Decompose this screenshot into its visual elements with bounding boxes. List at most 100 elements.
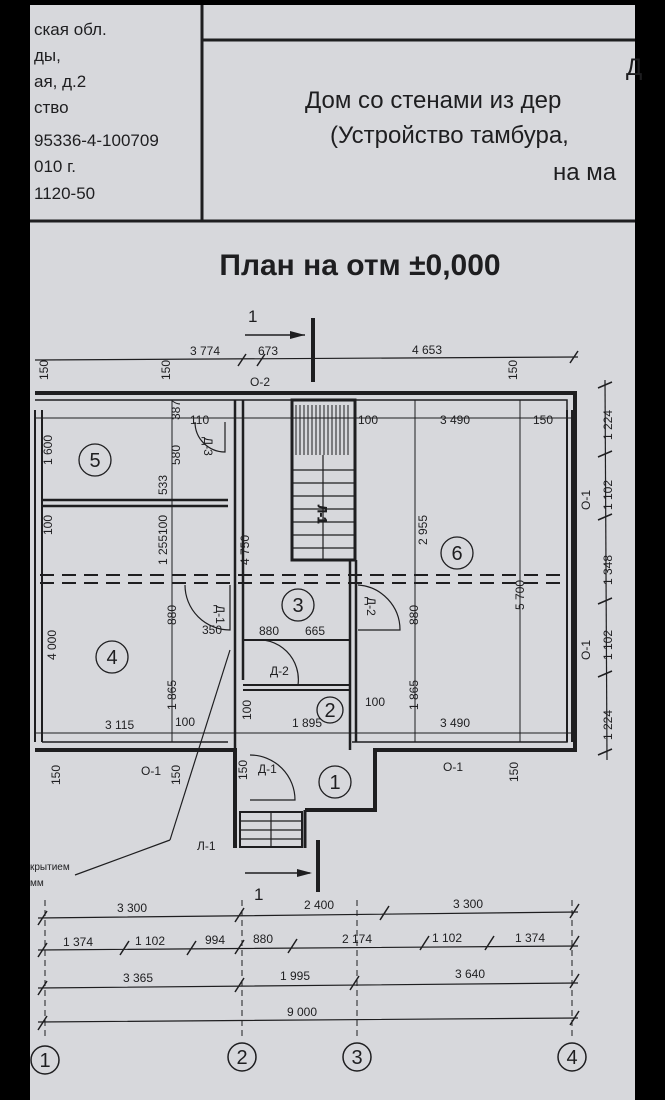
wall-mark: О-1 bbox=[579, 640, 593, 660]
project-title-line: Д bbox=[626, 54, 642, 81]
doc-number: 95336-4-100709 bbox=[34, 131, 159, 150]
dim-label: 1 895 bbox=[292, 716, 322, 730]
right-dimension-line: 1 224 1 102 1 348 1 102 1 224 bbox=[597, 379, 615, 761]
dim-label: 1 224 bbox=[601, 710, 615, 740]
dim-label: 880 bbox=[253, 932, 273, 946]
dim-label: 665 bbox=[305, 624, 325, 638]
dim-label: 994 bbox=[205, 933, 225, 947]
dim-label: 3 365 bbox=[123, 971, 153, 985]
dim-label: 1 374 bbox=[63, 935, 93, 949]
dim-label: 9 000 bbox=[287, 1005, 317, 1019]
dim-label: 880 bbox=[165, 605, 179, 625]
entrance-stairs bbox=[239, 811, 303, 848]
wall-mark: О-1 bbox=[443, 760, 463, 774]
section-mark-top: 1 bbox=[245, 307, 315, 382]
room-markers bbox=[78, 443, 474, 799]
dim-label: 387 bbox=[169, 400, 183, 420]
section-mark-bottom: 1 bbox=[245, 840, 320, 904]
dim-label: 100 bbox=[175, 715, 195, 729]
address-line: ая, д.2 bbox=[34, 72, 86, 91]
dim-label: 150 bbox=[506, 360, 520, 380]
axis-label: 1 bbox=[39, 1050, 50, 1072]
wall-mark: О-2 bbox=[250, 375, 270, 389]
dim-label: 2 400 bbox=[304, 898, 334, 912]
dim-label: 1 865 bbox=[407, 680, 421, 710]
door-label: Д-1 bbox=[213, 605, 227, 624]
door-label: Д-2 bbox=[364, 597, 378, 616]
dim-label: 100 bbox=[156, 515, 170, 535]
axis-label: 2 bbox=[236, 1047, 247, 1069]
dim-label: 1 102 bbox=[432, 931, 462, 945]
section-label: 1 bbox=[254, 885, 263, 904]
dim-label: 1 995 bbox=[280, 969, 310, 983]
doc-year: 010 г. bbox=[34, 157, 76, 176]
dim-label: 1 102 bbox=[601, 480, 615, 510]
dim-label: 100 bbox=[358, 413, 378, 427]
dim-label: 110 bbox=[190, 413, 209, 427]
interior-stairs: Л-1 bbox=[290, 398, 357, 562]
dim-label: 1 374 bbox=[515, 931, 545, 945]
dim-label: 3 300 bbox=[453, 897, 483, 911]
dim-label: 4 750 bbox=[238, 535, 252, 565]
door-label: Д-3 bbox=[201, 437, 215, 456]
room-number: 6 bbox=[451, 543, 462, 565]
dim-label: 150 bbox=[507, 762, 521, 782]
bottom-dimensions: 3 300 2 400 3 300 1 374 1 102 994 880 2 … bbox=[37, 897, 580, 1040]
dim-label: 2 174 bbox=[342, 932, 372, 946]
address-line: ды, bbox=[34, 46, 61, 65]
dim-label: 1 348 bbox=[601, 555, 615, 585]
title-block: ская обл. ды, ая, д.2 ство 95336-4-10070… bbox=[30, 5, 642, 223]
doc-code: 1120-50 bbox=[34, 184, 95, 203]
plan-title: План на отм ±0,000 bbox=[219, 249, 500, 282]
dim-label: 1 865 bbox=[165, 680, 179, 710]
section-label: 1 bbox=[248, 307, 257, 326]
dim-label: 3 640 bbox=[455, 967, 485, 981]
address-line: ство bbox=[34, 98, 69, 117]
dim-label: 100 bbox=[240, 700, 254, 720]
dim-label: 3 300 bbox=[117, 901, 147, 915]
address-line: ская обл. bbox=[34, 20, 107, 39]
dim-label: 880 bbox=[407, 605, 421, 625]
dim-label: 673 bbox=[258, 344, 278, 358]
dim-label: 580 bbox=[169, 445, 183, 465]
dim-label: 150 bbox=[533, 413, 553, 427]
stair-label: Л-1 bbox=[315, 505, 329, 524]
dim-label: 1 102 bbox=[601, 630, 615, 660]
wall-mark: О-1 bbox=[579, 490, 593, 510]
room-number: 2 bbox=[324, 700, 335, 722]
dim-label: 1 255 bbox=[156, 535, 170, 565]
interior-dimensions: 150 150 150 О-2 110 387 580 100 3 490 15… bbox=[37, 360, 593, 785]
dim-label: 150 bbox=[169, 765, 183, 785]
dim-label: 1 600 bbox=[41, 435, 55, 465]
dim-label: 2 955 bbox=[416, 515, 430, 545]
dim-label: 3 774 bbox=[190, 344, 220, 358]
dim-label: 533 bbox=[156, 475, 170, 495]
dim-label: 3 115 bbox=[105, 718, 134, 732]
dim-label: 880 bbox=[259, 624, 279, 638]
dim-label: 150 bbox=[37, 360, 51, 380]
door-label: Д-2 bbox=[270, 664, 289, 678]
door-swings bbox=[74, 421, 401, 876]
dim-label: 3 490 bbox=[440, 716, 470, 730]
top-dimension-line: 3 774 673 4 653 bbox=[34, 343, 579, 367]
dim-label: 5 700 bbox=[513, 580, 527, 610]
dim-label: 1 224 bbox=[601, 410, 615, 440]
wall-mark: О-1 bbox=[141, 764, 161, 778]
dim-label: 4 653 bbox=[412, 343, 442, 357]
room-number: 1 bbox=[329, 772, 340, 794]
dim-label: 1 102 bbox=[135, 934, 165, 948]
dim-label: 100 bbox=[41, 515, 55, 535]
dim-label: 150 bbox=[49, 765, 63, 785]
project-title-line: (Устройство тамбура, bbox=[330, 122, 569, 149]
dim-label: 350 bbox=[202, 623, 222, 637]
room-numbers: 1 2 3 4 5 6 bbox=[89, 450, 462, 794]
grid-axis-markers bbox=[30, 1042, 587, 1075]
room-number: 4 bbox=[106, 647, 117, 669]
door-labels: Д-3 Д-1 Д-2 Д-2 Д-1 bbox=[201, 437, 378, 776]
axis-label: 3 bbox=[351, 1047, 362, 1069]
dim-label: 150 bbox=[159, 360, 173, 380]
stair-label: Л-1 bbox=[197, 839, 216, 853]
dim-label: 3 490 bbox=[440, 413, 470, 427]
